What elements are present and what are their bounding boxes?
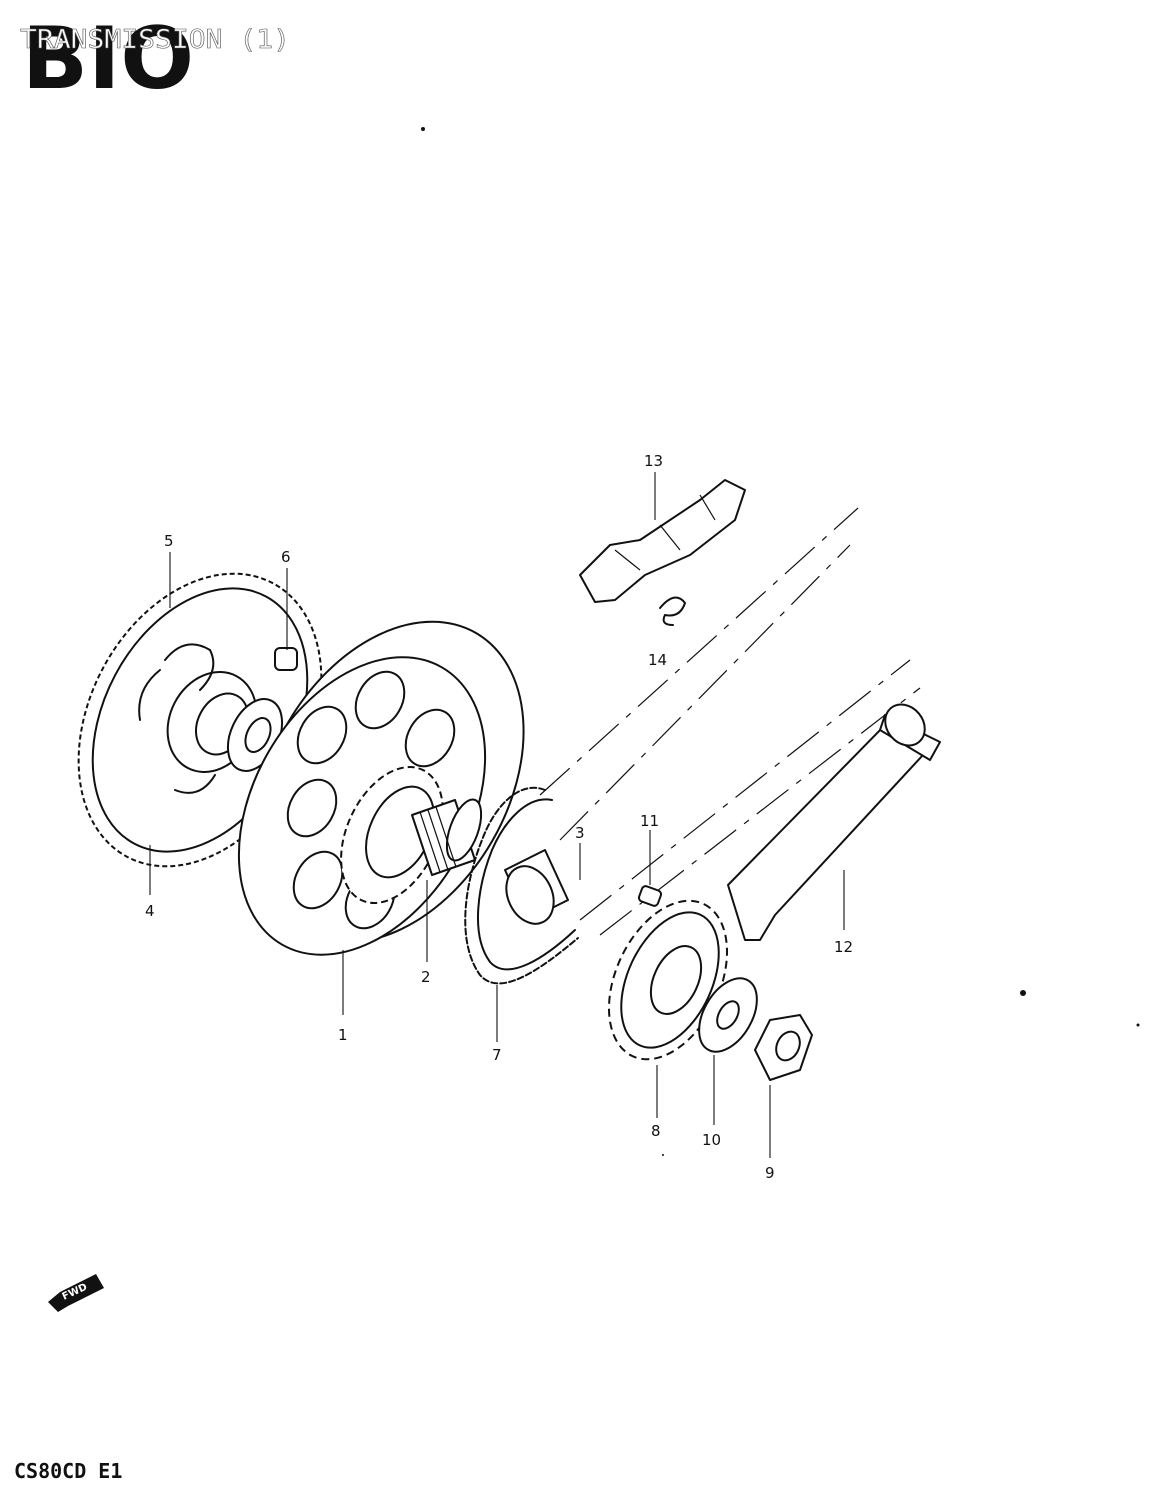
- leader-lines: [149, 472, 845, 1158]
- callout-1: 1: [338, 1026, 348, 1044]
- model-code: CS80CD E1: [14, 1459, 122, 1483]
- callout-13: 13: [644, 452, 663, 470]
- callout-14: 14: [648, 651, 667, 669]
- callout-2: 2: [421, 968, 431, 986]
- washer: [698, 977, 758, 1053]
- forward-direction-badge: FWD: [48, 1274, 104, 1312]
- callout-12: 12: [834, 938, 853, 956]
- cam-pin-part: [274, 647, 298, 671]
- output-sprocket: [607, 899, 729, 1061]
- callout-7: 7: [492, 1046, 502, 1064]
- hex-nut: [754, 1014, 813, 1081]
- scan-specks: [421, 127, 1140, 1156]
- header: BIO TRANSMISSION (1): [20, 9, 291, 109]
- callout-10: 10: [702, 1131, 721, 1149]
- callout-4: 4: [145, 902, 155, 920]
- callout-8: 8: [651, 1122, 661, 1140]
- callout-6: 6: [281, 548, 291, 566]
- callout-11: 11: [640, 812, 659, 830]
- section-title: TRANSMISSION (1): [20, 25, 290, 55]
- callout-9: 9: [765, 1164, 775, 1182]
- callout-5: 5: [164, 532, 174, 550]
- chain-tensioner-shoe: [579, 479, 746, 626]
- section-logo: BIO: [22, 9, 194, 109]
- drive-arm: [727, 703, 941, 941]
- callouts: 1 2 3 4 5 6 7 8 9 10 11 12 13 14: [145, 452, 853, 1182]
- spacer-collar: [504, 849, 569, 925]
- woodruff-key: [637, 885, 663, 907]
- drive-chain: [464, 787, 579, 985]
- footer: CS80CD E1: [14, 1459, 122, 1483]
- callout-3: 3: [575, 824, 585, 842]
